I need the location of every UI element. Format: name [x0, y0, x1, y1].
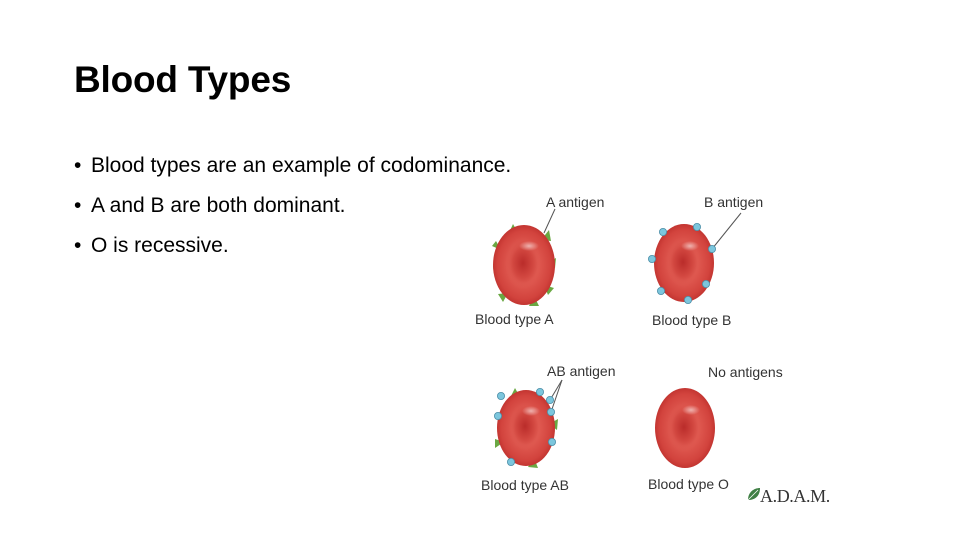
no-antigens-label: No antigens: [708, 364, 783, 380]
b-antigen-marker: [683, 296, 692, 305]
b-antigen-marker: [692, 223, 701, 232]
leader-lines: [543, 208, 742, 413]
b-antigen-marker: [701, 280, 710, 289]
blood-cell-type-a: [492, 224, 556, 306]
b-antigen-marker: [547, 407, 556, 416]
bullet-item: Blood types are an example of codominanc…: [74, 146, 511, 186]
brand-logo-text: A.D.A.M.: [760, 486, 830, 506]
b-antigen-marker: [497, 391, 506, 400]
b-antigen-marker: [507, 457, 516, 466]
b-antigen-leader-line: [711, 212, 742, 250]
blood-type-a-label: Blood type A: [475, 311, 554, 327]
leaf-icon: [747, 488, 760, 501]
blood-cell-type-o: [655, 388, 715, 468]
bullet-item: A and B are both dominant.: [74, 186, 511, 226]
blood-types-figure: A antigen B antigen AB antigen No antige…: [462, 186, 838, 516]
b-antigen-marker: [536, 387, 545, 396]
b-antigen-label: B antigen: [704, 194, 763, 210]
b-antigen-marker: [548, 437, 557, 446]
b-antigen-marker: [658, 228, 667, 237]
ab-antigen-label: AB antigen: [547, 363, 616, 379]
bullet-list: Blood types are an example of codominanc…: [74, 146, 511, 266]
bullet-item: O is recessive.: [74, 226, 511, 266]
blood-cell-type-ab: [494, 387, 558, 468]
b-antigen-marker: [494, 411, 503, 420]
b-antigen-marker: [707, 245, 716, 254]
a-antigen-leader-line: [543, 208, 556, 234]
b-antigen-marker: [647, 255, 656, 264]
b-antigen-marker: [546, 395, 555, 404]
slide-title: Blood Types: [74, 59, 292, 100]
ab-antigen-leader-line-2: [550, 379, 563, 413]
blood-type-b-label: Blood type B: [652, 312, 731, 328]
blood-type-o-label: Blood type O: [648, 476, 729, 492]
b-antigen-marker: [656, 287, 665, 296]
blood-cell-type-b: [647, 223, 716, 305]
blood-type-ab-label: Blood type AB: [481, 477, 569, 493]
a-antigen-label: A antigen: [546, 194, 604, 210]
